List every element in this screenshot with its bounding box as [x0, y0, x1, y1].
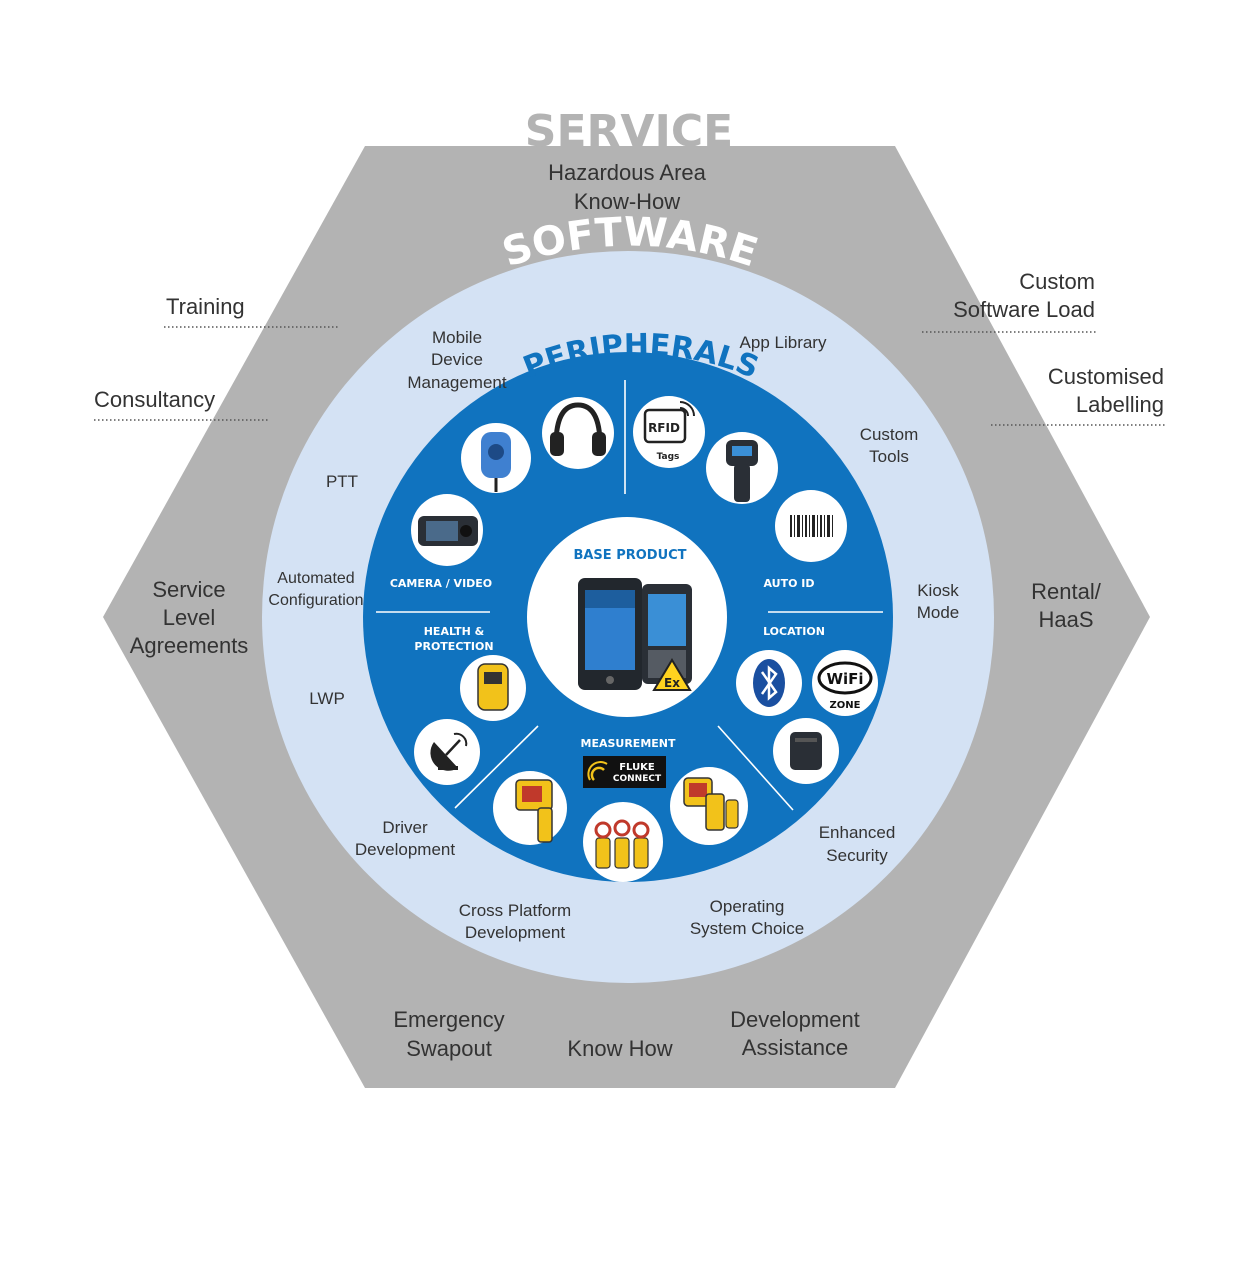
software-item-mdm-2: Device	[431, 350, 483, 369]
headset-icon	[550, 402, 606, 456]
software-item-custom-tools-2: Tools	[869, 447, 909, 466]
wifi-zone-icon: WiFi ZONE	[817, 661, 873, 711]
service-item-dev-assist-1: Development	[730, 1007, 860, 1032]
svg-text:CONNECT: CONNECT	[613, 774, 662, 784]
software-item-os-choice-1: Operating	[710, 897, 785, 916]
software-item-os-choice-2: System Choice	[690, 919, 804, 938]
multimeter-icon	[683, 777, 739, 831]
service-item-training: Training	[166, 294, 245, 319]
svg-text:ZONE: ZONE	[830, 700, 861, 711]
software-item-ptt: PTT	[326, 472, 358, 491]
svg-text:RFID: RFID	[648, 421, 680, 435]
fluke-connect-logo: FLUKE CONNECT	[583, 756, 666, 788]
software-item-mdm-3: Management	[407, 373, 507, 392]
service-item-labelling-1: Customised	[1048, 364, 1164, 389]
svg-text:FLUKE: FLUKE	[619, 762, 655, 773]
handheld-scanner-icon	[726, 440, 758, 502]
service-item-swapout-1: Emergency	[393, 1007, 504, 1032]
svg-text:Ex: Ex	[664, 676, 680, 690]
service-item-custom-software-2: Software Load	[953, 297, 1095, 322]
service-item-custom-software-1: Custom	[1019, 269, 1095, 294]
rugged-device-icon	[578, 578, 692, 690]
service-top-label-2: Know-How	[574, 189, 680, 214]
rfid-tag-icon: RFID Tags	[643, 401, 695, 462]
software-item-mdm-1: Mobile	[432, 328, 482, 347]
software-item-security-1: Enhanced	[819, 823, 896, 842]
satellite-dish-icon	[430, 732, 468, 771]
speaker-mic-icon	[481, 432, 511, 492]
service-item-dev-assist-2: Assistance	[742, 1035, 848, 1060]
software-item-kiosk-1: Kiosk	[917, 581, 959, 600]
barcode-icon	[790, 515, 833, 537]
service-title: SERVICE	[525, 106, 733, 157]
beacon-icon	[790, 732, 822, 770]
service-item-sla-2: Level	[163, 605, 216, 630]
software-item-app-library: App Library	[740, 333, 827, 352]
service-item-rental-1: Rental/	[1031, 579, 1102, 604]
software-item-driver-dev-2: Development	[355, 840, 455, 859]
barcode-circle	[775, 490, 847, 562]
software-item-auto-config-2: Configuration	[268, 592, 363, 609]
service-top-label-1: Hazardous Area	[548, 160, 707, 185]
bodycam-icon	[418, 516, 478, 546]
bluetooth-icon	[753, 659, 785, 707]
satellite-circle	[414, 719, 480, 785]
software-item-custom-tools-1: Custom	[860, 425, 919, 444]
category-auto-id: AUTO ID	[763, 577, 814, 590]
service-item-consultancy: Consultancy	[94, 387, 215, 412]
peripheral-circles: RFID Tags	[411, 396, 878, 882]
service-item-rental-2: HaaS	[1038, 607, 1093, 632]
software-items: Mobile Device Management App Library Cus…	[268, 328, 959, 942]
category-location: LOCATION	[763, 625, 825, 638]
software-item-kiosk-2: Mode	[917, 603, 960, 622]
category-measurement: MEASUREMENT	[581, 737, 676, 750]
service-item-labelling-2: Labelling	[1076, 392, 1164, 417]
clamp-meters-icon	[594, 819, 650, 869]
software-item-cross-platform-1: Cross Platform	[459, 901, 571, 920]
ex-badge-icon: Ex	[652, 658, 692, 691]
service-item-sla-3: Agreements	[130, 633, 249, 658]
service-item-know-how: Know How	[567, 1036, 672, 1061]
category-health-protection-2: PROTECTION	[414, 640, 493, 653]
base-product-title: BASE PRODUCT	[573, 548, 686, 563]
svg-text:WiFi: WiFi	[826, 670, 863, 688]
gas-detector-icon	[477, 663, 509, 711]
software-item-driver-dev-1: Driver	[382, 818, 428, 837]
service-item-sla-1: Service	[152, 577, 225, 602]
software-item-security-2: Security	[826, 846, 888, 865]
service-item-swapout-2: Swapout	[406, 1036, 492, 1061]
software-item-lwp: LWP	[309, 689, 345, 708]
svg-text:Tags: Tags	[657, 452, 680, 462]
software-item-cross-platform-2: Development	[465, 923, 565, 942]
peripheral-dividers	[376, 380, 883, 811]
category-health-protection-1: HEALTH &	[424, 625, 485, 638]
software-item-auto-config-1: Automated	[277, 570, 354, 587]
category-camera-video: CAMERA / VIDEO	[390, 577, 492, 590]
thermal-camera-icon	[515, 779, 553, 843]
